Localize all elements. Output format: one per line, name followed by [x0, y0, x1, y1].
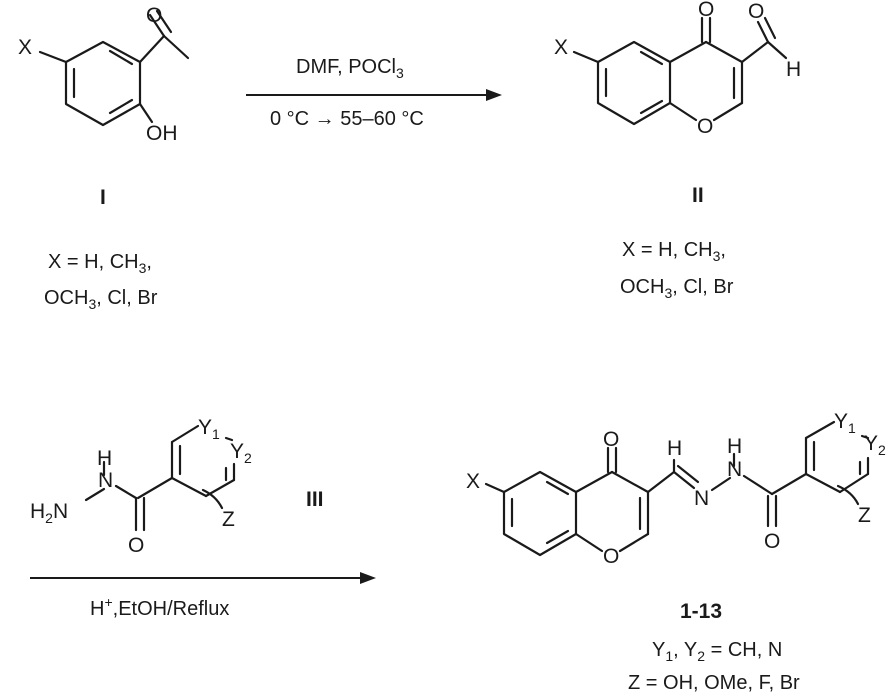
- reagent-iii-atom-o: O: [128, 534, 144, 557]
- step2-condition: H+,EtOH/Reflux: [90, 594, 229, 620]
- compound-i-substituents-line1: X = H, CH3,: [48, 251, 152, 276]
- reagent-iii-atom-h2n: H2N: [30, 500, 68, 526]
- reagent-iii-label: III: [306, 488, 324, 511]
- product-label: 1-13: [680, 600, 722, 623]
- compound-ii-label: II: [692, 184, 704, 207]
- product-atom-o-amide: O: [764, 530, 780, 553]
- product-atom-z: Z: [858, 504, 871, 527]
- compound-i-atom-o: O: [146, 4, 162, 27]
- reagent-iii-structure: [84, 424, 236, 532]
- reagent-iii-atom-h: H: [97, 447, 112, 470]
- step2-arrowhead: [360, 572, 376, 584]
- compound-ii-atom-o-keto: O: [698, 0, 714, 21]
- product-atom-h: H: [667, 437, 682, 460]
- step1-condition: 0 °C → 55–60 °C: [270, 108, 424, 130]
- compound-ii-substituents-line2: OCH3, Cl, Br: [620, 276, 734, 301]
- product-atom-o-ring: O: [603, 545, 619, 568]
- compound-ii-substituents-line1: X = H, CH3,: [622, 239, 726, 264]
- product-atom-n2: N: [727, 458, 742, 481]
- compound-i-atom-x: X: [18, 36, 32, 59]
- product-atom-h-nh: H: [727, 435, 742, 458]
- compound-ii-atom-x: X: [554, 36, 568, 59]
- product-atom-o-keto: O: [603, 428, 619, 451]
- product-atom-n1: N: [694, 487, 709, 510]
- compound-ii-structure: [572, 16, 788, 126]
- compound-ii-atom-o-ald: O: [748, 0, 764, 23]
- product-atom-y1: Y1: [834, 410, 856, 436]
- reagent-iii-atom-n: N: [98, 469, 113, 492]
- reagent-iii-atom-y1: Y1: [198, 416, 220, 442]
- step1-arrowhead: [486, 89, 502, 101]
- product-atom-y2: Y2: [864, 432, 886, 458]
- compound-ii-atom-o-ring: O: [697, 115, 713, 138]
- step1-reagent: DMF, POCl3: [296, 56, 404, 81]
- product-structure: [484, 420, 870, 557]
- compound-i-atom-oh: OH: [146, 122, 178, 145]
- reagent-iii-atom-z: Z: [222, 508, 235, 531]
- compound-i-label: I: [100, 186, 106, 209]
- reagent-iii-atom-y2: Y2: [230, 440, 252, 466]
- compound-i-substituents-line2: OCH3, Cl, Br: [44, 287, 158, 312]
- product-atom-x: X: [466, 470, 480, 493]
- product-substituents-line1: Y1, Y2 = CH, N: [652, 639, 782, 664]
- compound-ii-atom-h: H: [786, 58, 801, 81]
- product-substituents-line2: Z = OH, OMe, F, Br: [628, 672, 800, 694]
- compound-i-structure: [38, 9, 190, 127]
